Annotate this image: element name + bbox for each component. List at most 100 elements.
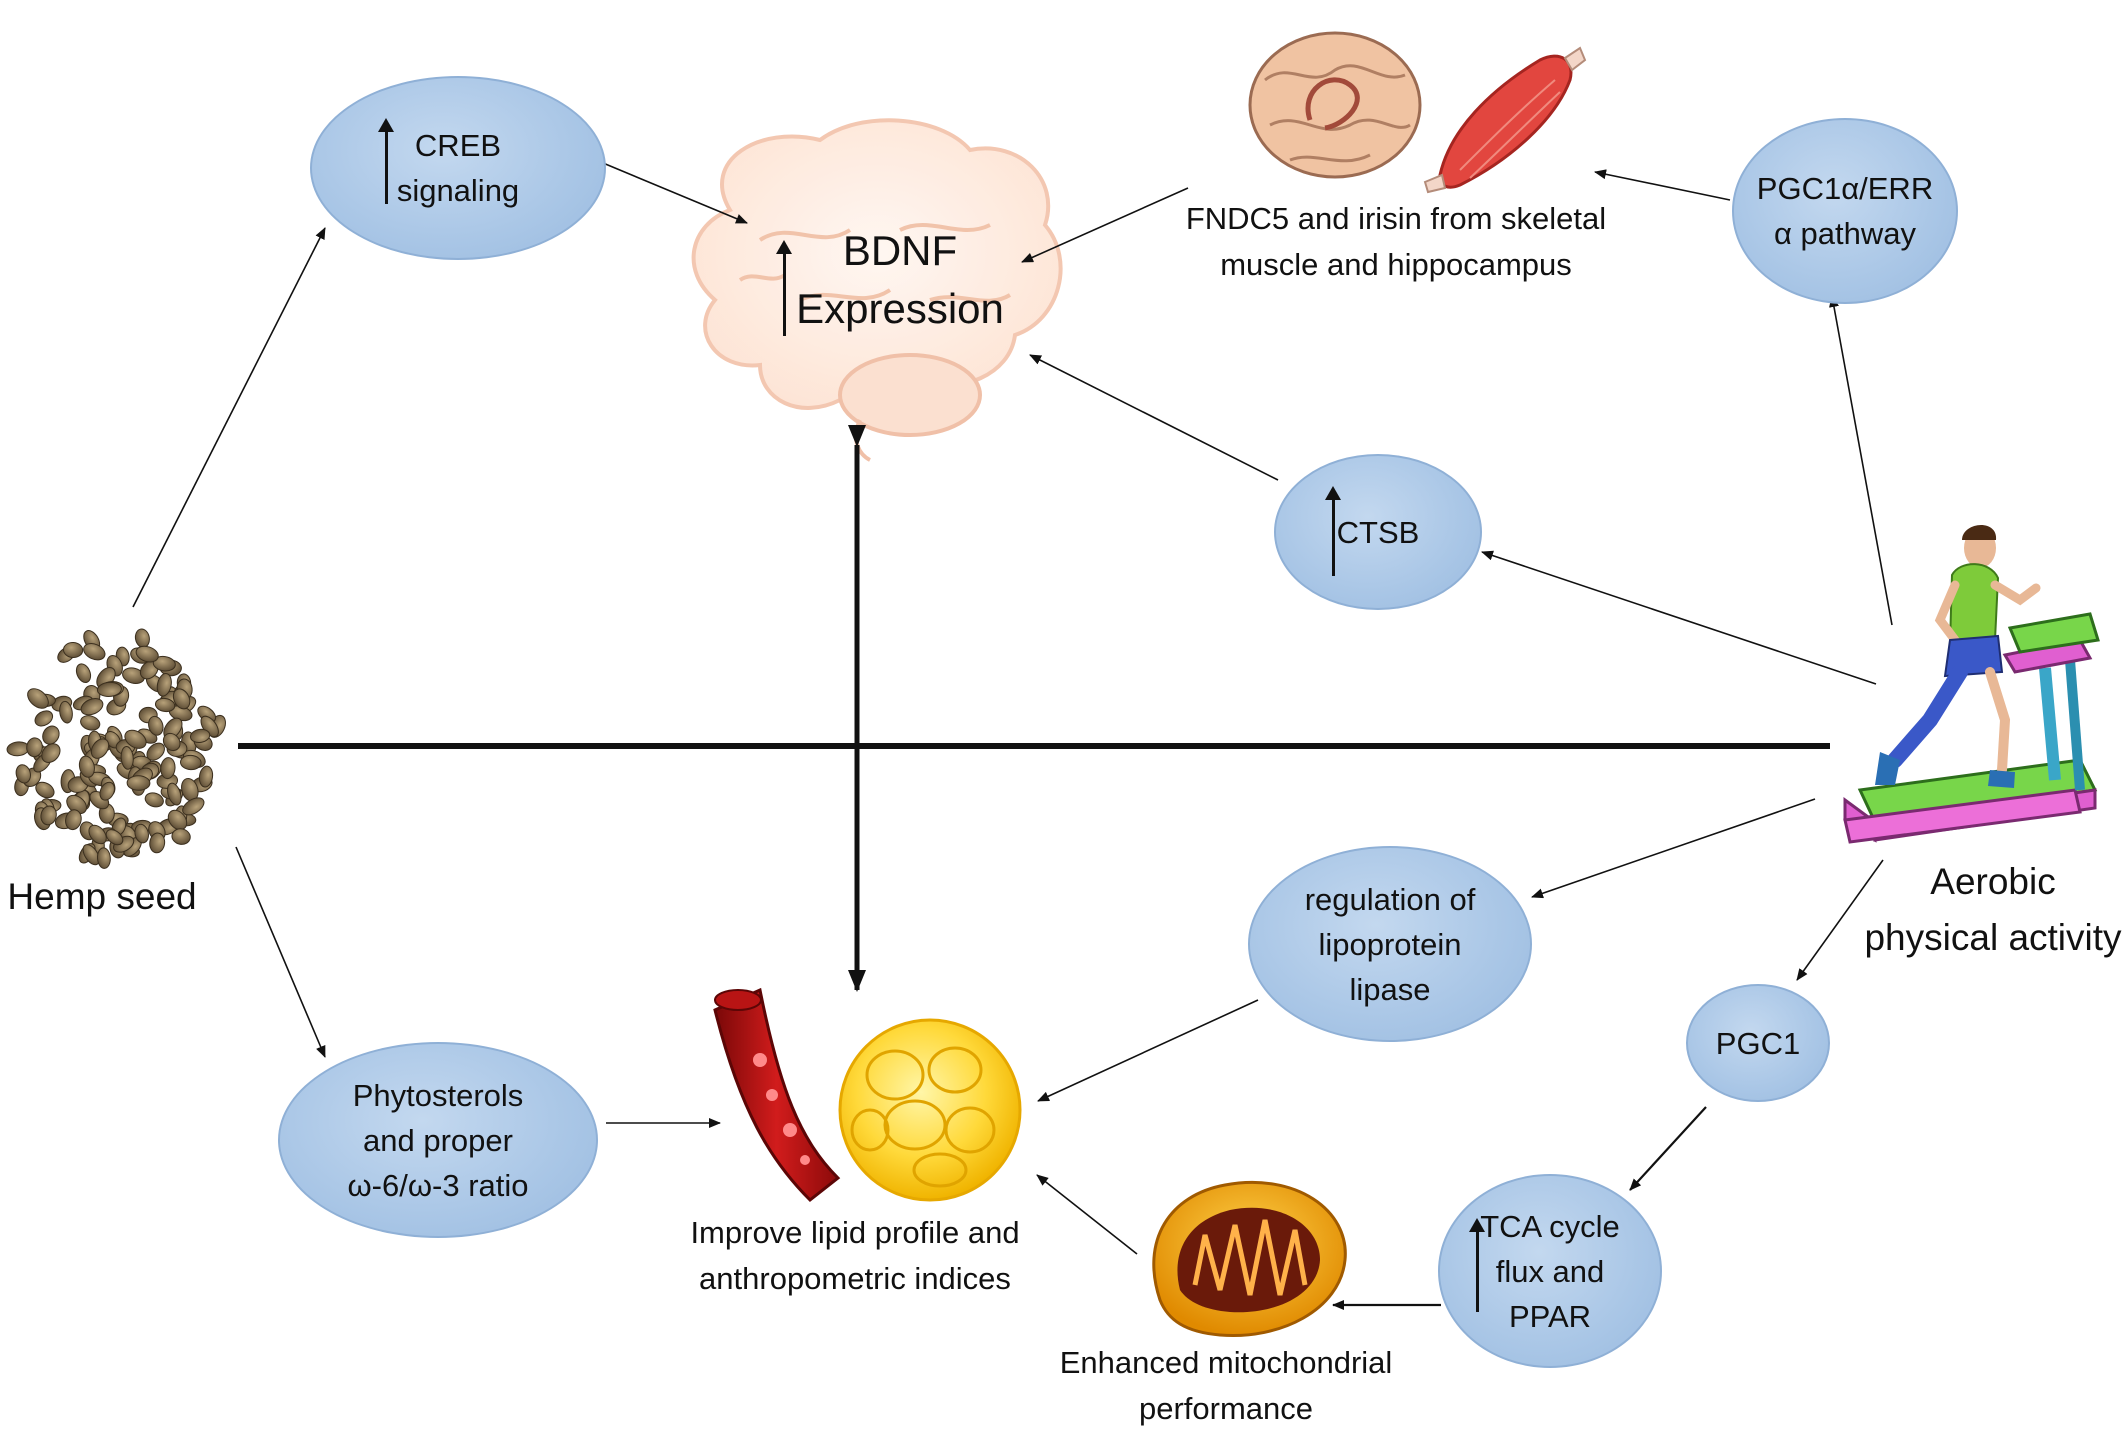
phytosterols-node: Phytosterols and proper ω-6/ω-3 ratio [278, 1042, 598, 1238]
creb-signaling-node: CREB signaling [310, 76, 606, 260]
hemp-seed [135, 645, 159, 663]
mitochondrial-performance-label: Enhanced mitochondrial performance [1056, 1340, 1396, 1432]
hemp-seed [148, 715, 164, 736]
hemp-seed [75, 663, 92, 683]
hemp-seed [134, 823, 149, 844]
hemp-seed [126, 775, 151, 791]
hemp-seed [154, 697, 176, 713]
hemp-seed [40, 805, 57, 826]
lipase-label: lipase [1349, 971, 1431, 1007]
lipid-line1: Improve lipid profile and [690, 1215, 1020, 1250]
hemp-seed [80, 715, 101, 731]
hemp-seed [82, 844, 100, 866]
pgc1-label: PGC1 [1715, 1025, 1801, 1061]
hemp-seed [35, 781, 55, 799]
hemp-seed [83, 643, 106, 661]
omega-ratio-label: ω-6/ω-3 ratio [347, 1167, 529, 1203]
hemp-seed [182, 797, 205, 816]
fndc5-line1: FNDC5 and irisin from skeletal [1185, 201, 1607, 236]
lipid-profile-label: Improve lipid profile and anthropometric… [670, 1210, 1040, 1302]
hemp-seed [42, 725, 60, 745]
hemp-seed [149, 832, 166, 854]
phytosterols-label: Phytosterols [352, 1077, 524, 1113]
hemp-seed [26, 737, 43, 758]
fat-cells-illustration [838, 1018, 1022, 1202]
brain-illustration [691, 118, 1063, 462]
tca-cycle-label: TCA cycle [1480, 1208, 1620, 1244]
arrow-aerobic-pgc1 [1796, 859, 1884, 981]
hemp-seed [134, 628, 150, 648]
arrow-fndc5-bdnf [1021, 187, 1189, 263]
hemp-seed [160, 757, 176, 780]
hemp-seed [162, 732, 181, 752]
hemp-seed [41, 743, 61, 763]
lipoprotein-label: lipoprotein [1318, 926, 1462, 962]
regulation-of-label: regulation of [1304, 881, 1476, 917]
hemp-seed [167, 809, 188, 831]
hemp-seed [180, 754, 202, 771]
arrow-lipoprotein-lipid [1037, 999, 1259, 1102]
increase-arrow-icon [1469, 1218, 1485, 1312]
arrow-aerobic-ctsb [1481, 550, 1877, 685]
pgc1-node: PGC1 [1686, 984, 1830, 1102]
hemp-seed-label: Hemp seed [7, 876, 197, 917]
hemp-seed [59, 700, 73, 724]
hemp-seed [189, 728, 211, 743]
hemp-seed [172, 688, 191, 710]
hemp-seed [6, 741, 30, 757]
tca-cycle-node: TCA cycle flux and PPAR [1438, 1174, 1662, 1368]
arrow-mito-lipid [1036, 1174, 1138, 1255]
bdnf-label: BDNF [842, 227, 958, 274]
creb-label: CREB [414, 128, 502, 163]
hemp-seed [146, 742, 165, 761]
lipid-line2: anthropometric indices [699, 1261, 1011, 1296]
hemp-seed [80, 698, 104, 716]
connectors [132, 162, 1893, 1310]
arrow-aerobic-lipoprotein [1531, 798, 1816, 899]
mito-line1: Enhanced mitochondrial [1059, 1345, 1393, 1380]
lipoprotein-lipase-node: regulation of lipoprotein lipase [1248, 846, 1532, 1042]
hemp-seed [78, 755, 95, 778]
hemp-seed [156, 673, 172, 697]
pgc1a-err-label: PGC1α/ERR [1756, 171, 1934, 206]
aerobic-line2: physical activity [1864, 917, 2122, 958]
arrow-creb-bdnf [602, 162, 748, 224]
hemp-seed [88, 824, 107, 845]
arrow-ctsb-bdnf [1029, 354, 1279, 481]
bdnf-expression-label: BDNF Expression [780, 222, 1020, 338]
arrow-pgc1a-fndc5 [1594, 169, 1731, 201]
increase-arrow-icon [378, 118, 394, 204]
hemp-seed [90, 738, 110, 759]
increase-arrow-icon [1325, 486, 1341, 576]
increase-arrow-icon [776, 240, 792, 336]
and-proper-label: and proper [363, 1122, 513, 1158]
mito-line2: performance [1138, 1391, 1314, 1426]
aerobic-activity-label: Aerobic physical activity [1858, 854, 2128, 966]
ppar-label: PPAR [1508, 1298, 1592, 1334]
hemp-seed [65, 809, 82, 831]
ctsb-node: CTSB [1274, 454, 1482, 610]
hemp-seed [124, 729, 147, 749]
arrow-hemp-phyto [235, 846, 326, 1058]
flux-and-label: flux and [1495, 1253, 1605, 1289]
hemp-seed [96, 681, 122, 697]
hemp-seed [63, 641, 84, 659]
blood-vessel-illustration [713, 987, 841, 1203]
hemp-seed [167, 782, 182, 806]
hemp-seed [144, 792, 164, 808]
hemp-seed [152, 655, 176, 672]
hemp-seed [96, 847, 111, 869]
hemp-seed [99, 781, 115, 801]
hemp-seed [198, 765, 214, 788]
skeletal-muscle-illustration [1423, 46, 1587, 194]
hippocampus-brain-illustration [1248, 31, 1422, 179]
treadmill-runner-illustration [1843, 524, 2100, 844]
aerobic-line1: Aerobic [1930, 861, 2056, 902]
arrow-hemp-creb [132, 227, 326, 608]
arrow-pgc1-tca [1629, 1106, 1707, 1191]
hemp-seed [120, 746, 134, 770]
pgc1a-err-pathway-node: PGC1α/ERR α pathway [1732, 118, 1958, 304]
hemp-seed [15, 764, 31, 784]
